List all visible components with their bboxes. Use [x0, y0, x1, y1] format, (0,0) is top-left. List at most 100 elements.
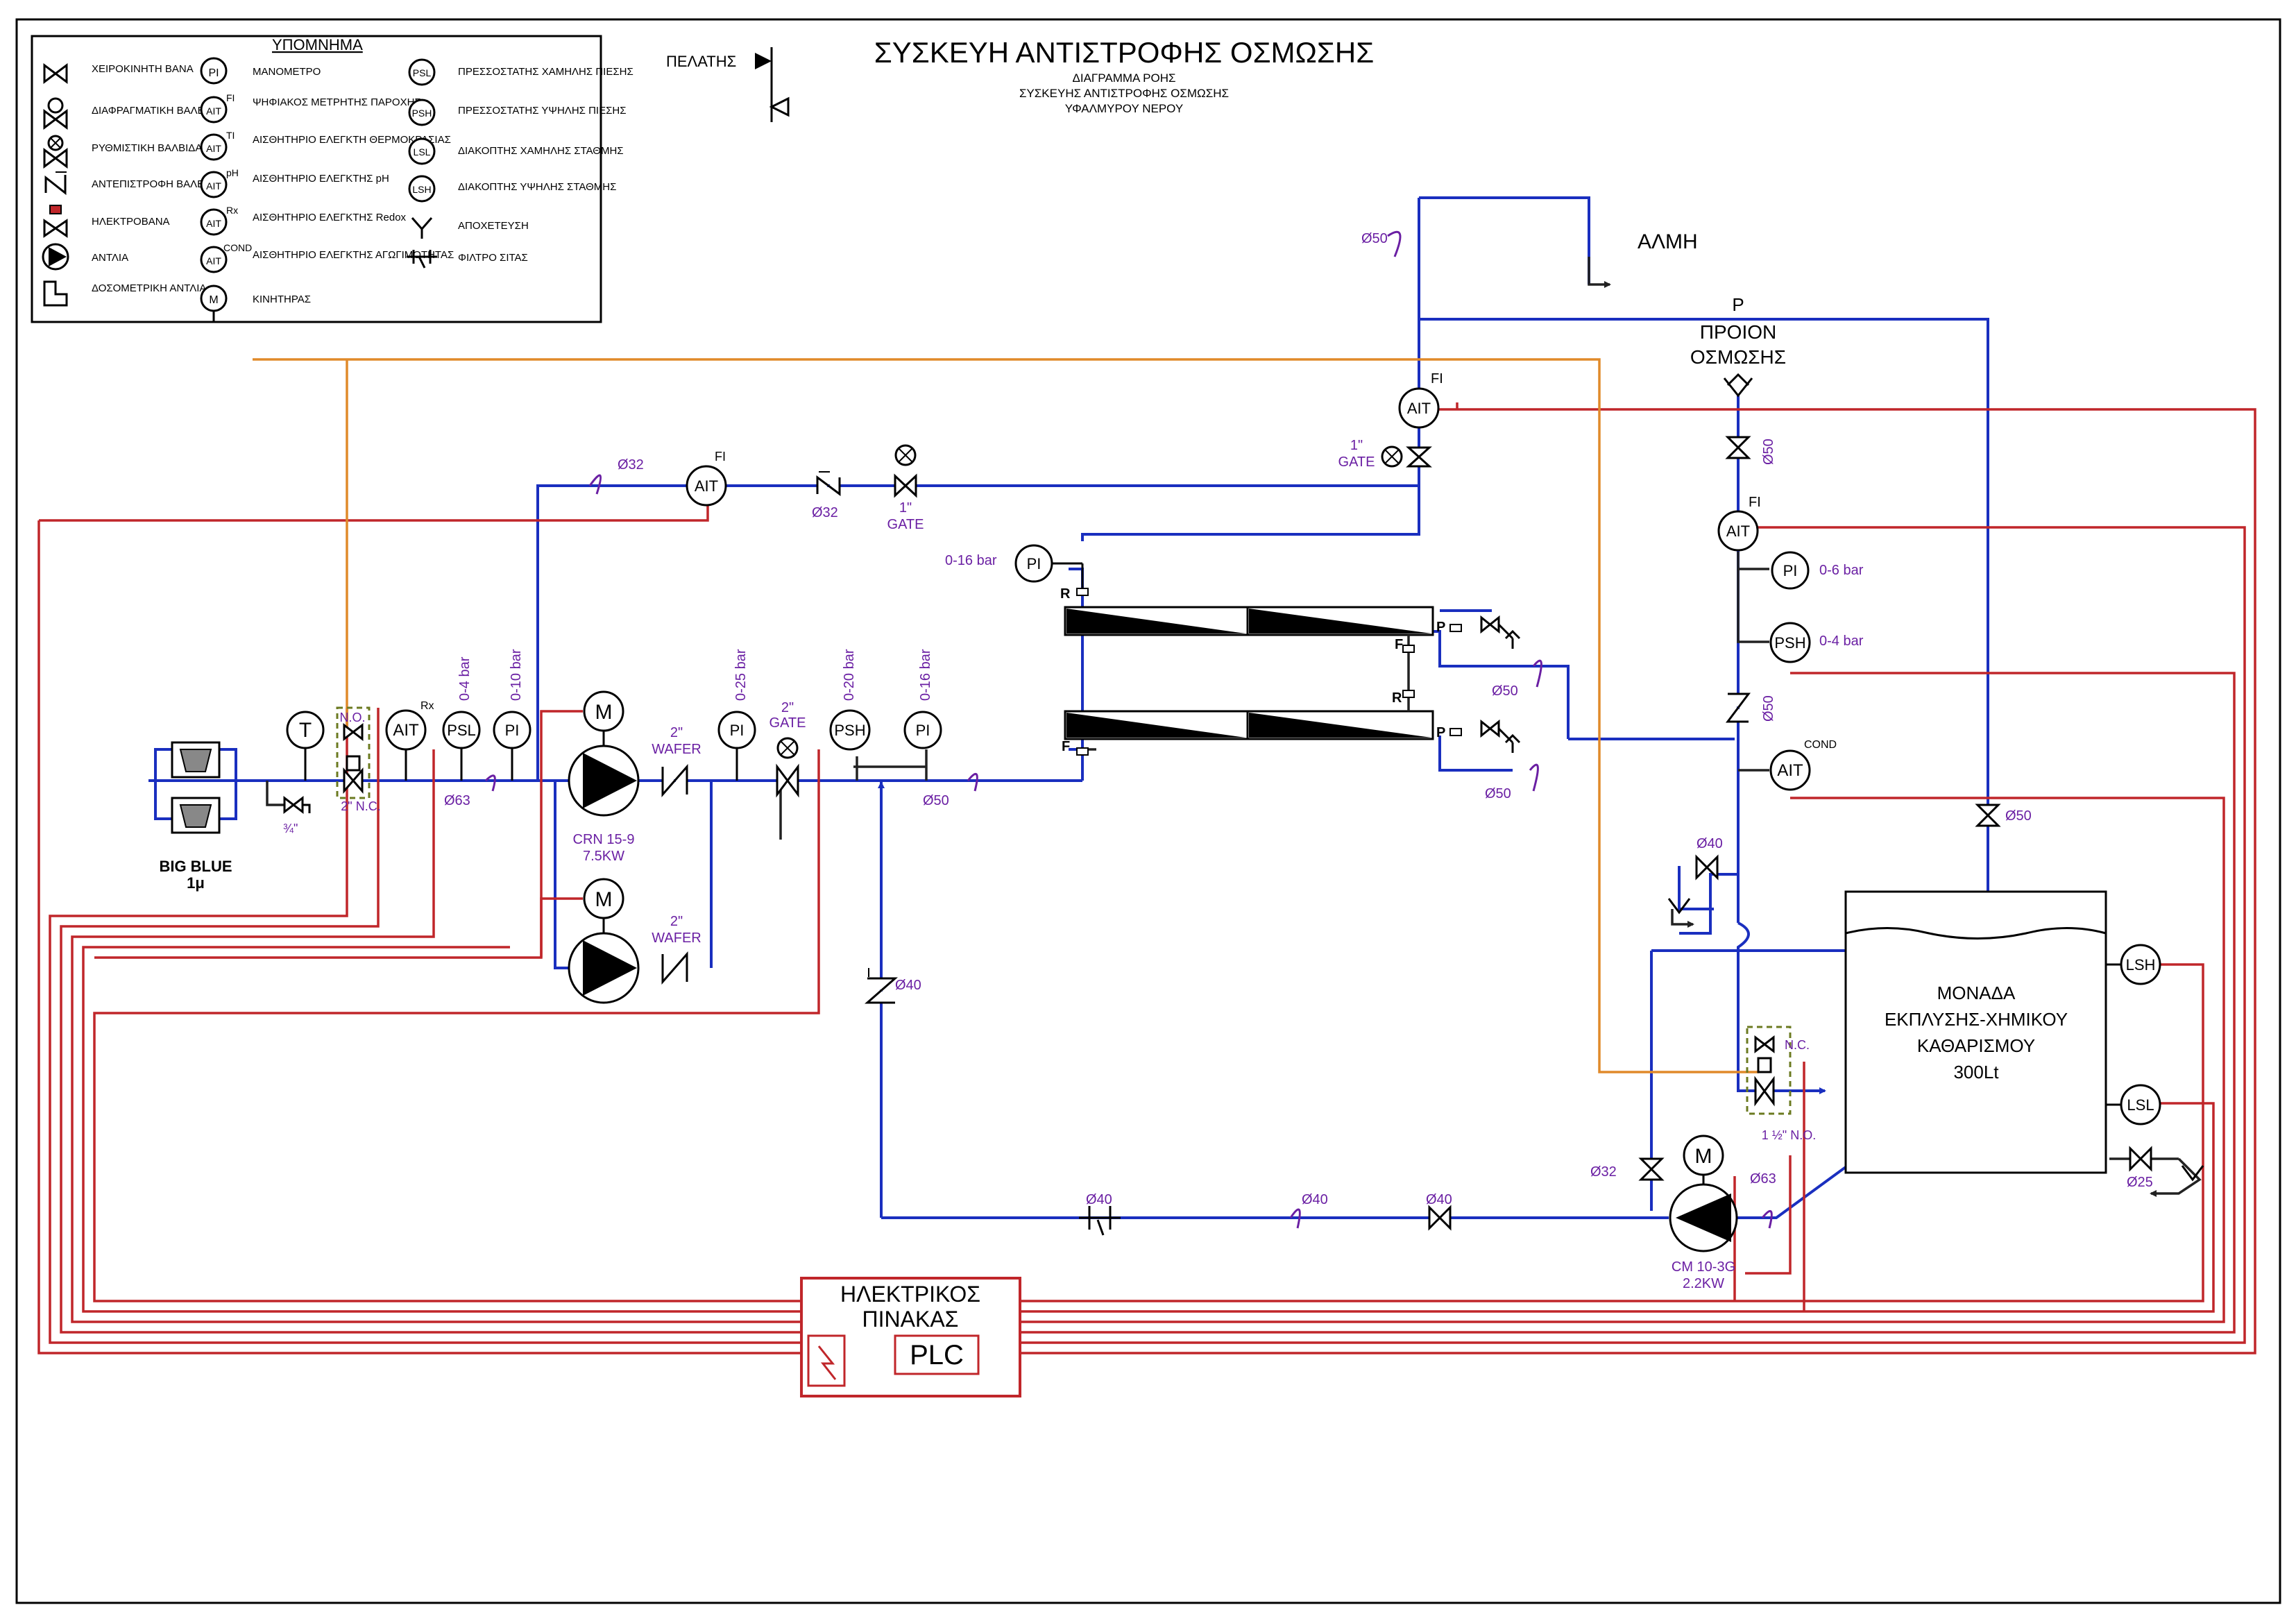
product-label-1: ΠΡΟΙΟΝ [1700, 321, 1776, 343]
temperature-gauge [286, 711, 325, 781]
vessel-bottom-p: P [1436, 725, 1445, 740]
tank-inlet-valve-icon [1975, 804, 2001, 827]
page-title: ΣΥΣΚΕΥΗ ΑΝΤΙΣΤΡΟΦΗΣ ΟΣΜΩΣΗΣ [874, 36, 1374, 69]
wafer-check-valve-2-icon [661, 951, 688, 985]
svg-text:AIT: AIT [206, 180, 221, 192]
pump-icon [42, 243, 69, 271]
cleaning-pump [1669, 1135, 1738, 1252]
cond-tag: COND [1804, 739, 1837, 751]
svg-text:PI: PI [208, 67, 219, 79]
pump3-power: 2.2KW [1683, 1276, 1724, 1291]
cleaning-tank [1844, 890, 2107, 1174]
pump3-model: CM 10-3G [1672, 1259, 1735, 1275]
legend-col3: PSL ΠΡΕΣΣΟΣΤΑΤΗΣ ΧΑΜΗΛΗΣ ΠΙΕΣΗΣ PSH ΠΡΕΣ… [407, 58, 633, 269]
pressure-gauge-product [1771, 551, 1810, 590]
subtitle-line-3: ΥΦΑΛΜΥΡΟΥ ΝΕΡΟΥ [1065, 102, 1183, 115]
fit-tag-2: AIT [1407, 400, 1431, 417]
product-label-2: ΟΣΜΩΣΗΣ [1690, 346, 1786, 368]
gauge-0-16: 0-16 bar [918, 649, 933, 701]
dosing-line [253, 358, 1759, 1073]
vessel-top-f: F [1395, 637, 1403, 652]
low-pressure-switch-tag: PSL [447, 722, 476, 739]
pi-tag-2: PI [730, 722, 745, 739]
plc-label: PLC [910, 1340, 964, 1370]
svg-text:ΑΙΣΘΗΤΗΡΙΟ ΕΛΕΓΚΤΗ ΘΕΡΜΟΚΡΑΣΙΑ: ΑΙΣΘΗΤΗΡΙΟ ΕΛΕΓΚΤΗ ΘΕΡΜΟΚΡΑΣΙΑΣ [253, 134, 451, 146]
check-valve-top-icon [816, 471, 841, 496]
ph-sensor-icon [200, 171, 228, 198]
svg-text:AIT: AIT [206, 218, 221, 229]
fi-tag-2: FI [1431, 371, 1443, 386]
svg-text:Ø50: Ø50 [1361, 231, 1388, 246]
legend-title: ΥΠΟΜΝΗΜΑ [272, 36, 363, 53]
return-check-valve-icon [865, 968, 898, 1004]
svg-text:Ø32: Ø32 [812, 505, 838, 520]
svg-text:Ø50: Ø50 [2005, 808, 2032, 824]
product-valve-icon [1725, 436, 1751, 459]
tank-label-1: ΜΟΝΑΔΑ [1937, 983, 2016, 1003]
gate-top-type: GATE [887, 517, 924, 532]
svg-text:Ø40: Ø40 [1697, 836, 1723, 851]
big-blue-filter [154, 741, 237, 834]
svg-text:Ø32: Ø32 [618, 457, 644, 473]
vessel-top-r: R [1060, 586, 1071, 602]
solenoid-valve-icon [343, 722, 364, 794]
brine-gate-valve-icon [1381, 445, 1432, 468]
svg-text:Ø63: Ø63 [1750, 1171, 1776, 1187]
pressure-gauge-0-25 [717, 711, 756, 781]
flow-meter-icon [200, 96, 228, 124]
high-pressure-switch-product [1769, 622, 1811, 663]
signal-wiring [37, 402, 2256, 1354]
tank-drain-valve-icon [2129, 1146, 2152, 1172]
conductivity-sensor-icon [200, 246, 228, 273]
subtitle-line-1: ΔΙΑΓΡΑΜΜΑ ΡΟΗΣ [1073, 71, 1176, 85]
pi-tag-1: PI [505, 722, 520, 739]
svg-text:Ø50: Ø50 [1485, 786, 1511, 801]
legend-col2: PI ΜΑΝΟΜΕΤΡΟ AIT FI ΨΗΦΙΑΚΟΣ ΜΕΤΡΗΤΗΣ ΠΑ… [200, 57, 454, 312]
drain-icon [411, 217, 433, 239]
brine-gate-type: GATE [1338, 454, 1375, 470]
pi-tag-4: PI [1027, 555, 1041, 572]
solenoid-valve-box-2 [1746, 1026, 1792, 1115]
gauge-0-6: 0-6 bar [1819, 563, 1864, 578]
standby-pump [568, 878, 640, 1004]
svg-text:ΦΙΛΤΡΟ ΣΙΤΑΣ: ΦΙΛΤΡΟ ΣΙΤΑΣ [458, 252, 528, 264]
temperature-sensor-icon [200, 133, 228, 161]
svg-text:ΑΠΟΧΕΤΕΥΣΗ: ΑΠΟΧΕΤΕΥΣΗ [458, 220, 529, 232]
svg-text:ΧΕΙΡΟΚΙΝΗΤΗ ΒΑΝΑ: ΧΕΙΡΟΚΙΝΗΤΗ ΒΑΝΑ [92, 63, 194, 75]
wafer-check-valve-1-icon [661, 764, 688, 797]
svg-text:ΑΙΣΘΗΤΗΡΙΟ ΕΛΕΓΚΤΗΣ pH: ΑΙΣΘΗΤΗΡΙΟ ΕΛΕΓΚΤΗΣ pH [253, 173, 389, 185]
pressure-gauge-icon [200, 57, 228, 85]
electrical-panel [800, 1277, 1021, 1397]
low-level-switch [2106, 1084, 2161, 1125]
svg-text:M: M [209, 294, 218, 306]
solenoid-valve-2-icon [1754, 1035, 1775, 1107]
gauge-0-10: 0-10 bar [509, 649, 524, 701]
svg-text:ΡΥΘΜΙΣΤΙΚΗ ΒΑΛΒΙΔΑ: ΡΥΘΜΙΣΤΙΚΗ ΒΑΛΒΙΔΑ [92, 142, 202, 154]
wafer2-size: 2" [670, 914, 683, 929]
flow-transmitter-brine [1398, 387, 1440, 429]
svg-text:Ø50: Ø50 [923, 793, 949, 808]
legend-col1: ΧΕΙΡΟΚΙΝΗΤΗ ΒΑΝΑ ΔΙΑΦΡΑΓΜΑΤΙΚΗ ΒΑΛΒΙΔΑ Ρ… [42, 63, 221, 307]
svg-text:Ø25: Ø25 [2127, 1175, 2153, 1190]
high-pressure-switch-tag: PSH [834, 722, 865, 739]
pump1-power: 7.5KW [583, 849, 624, 864]
panel-label-1: ΗΛΕΚΤΡΙΚΟΣ [840, 1282, 980, 1307]
pump3-motor-tag: M [1695, 1145, 1712, 1168]
wafer2-type: WAFER [652, 931, 701, 946]
gate-valve-top-icon [894, 444, 917, 498]
svg-text:ΠΡΕΣΣΟΣΤΑΤΗΣ ΧΑΜΗΛΗΣ ΠΙΕΣΗΣ: ΠΡΕΣΣΟΣΤΑΤΗΣ ΧΑΜΗΛΗΣ ΠΙΕΣΗΣ [458, 66, 633, 78]
redox-transmitter [385, 709, 427, 781]
psh-tag-2: PSH [1774, 634, 1805, 652]
pump2-motor-tag: M [595, 888, 613, 911]
fi-tag-1: FI [715, 450, 726, 464]
svg-text:Ø32: Ø32 [1590, 1164, 1617, 1180]
high-pressure-switch-icon [408, 99, 436, 126]
filter-label: BIG BLUE [159, 858, 232, 875]
valve-nc2-label: N.C. [1785, 1038, 1810, 1052]
redox-transmitter-tag: AIT [393, 721, 419, 740]
main-gate-valve-icon [776, 737, 799, 798]
svg-text:PSL: PSL [413, 67, 432, 78]
tank-capacity: 300Lt [1953, 1062, 1999, 1082]
solenoid-valve-box [336, 706, 371, 799]
